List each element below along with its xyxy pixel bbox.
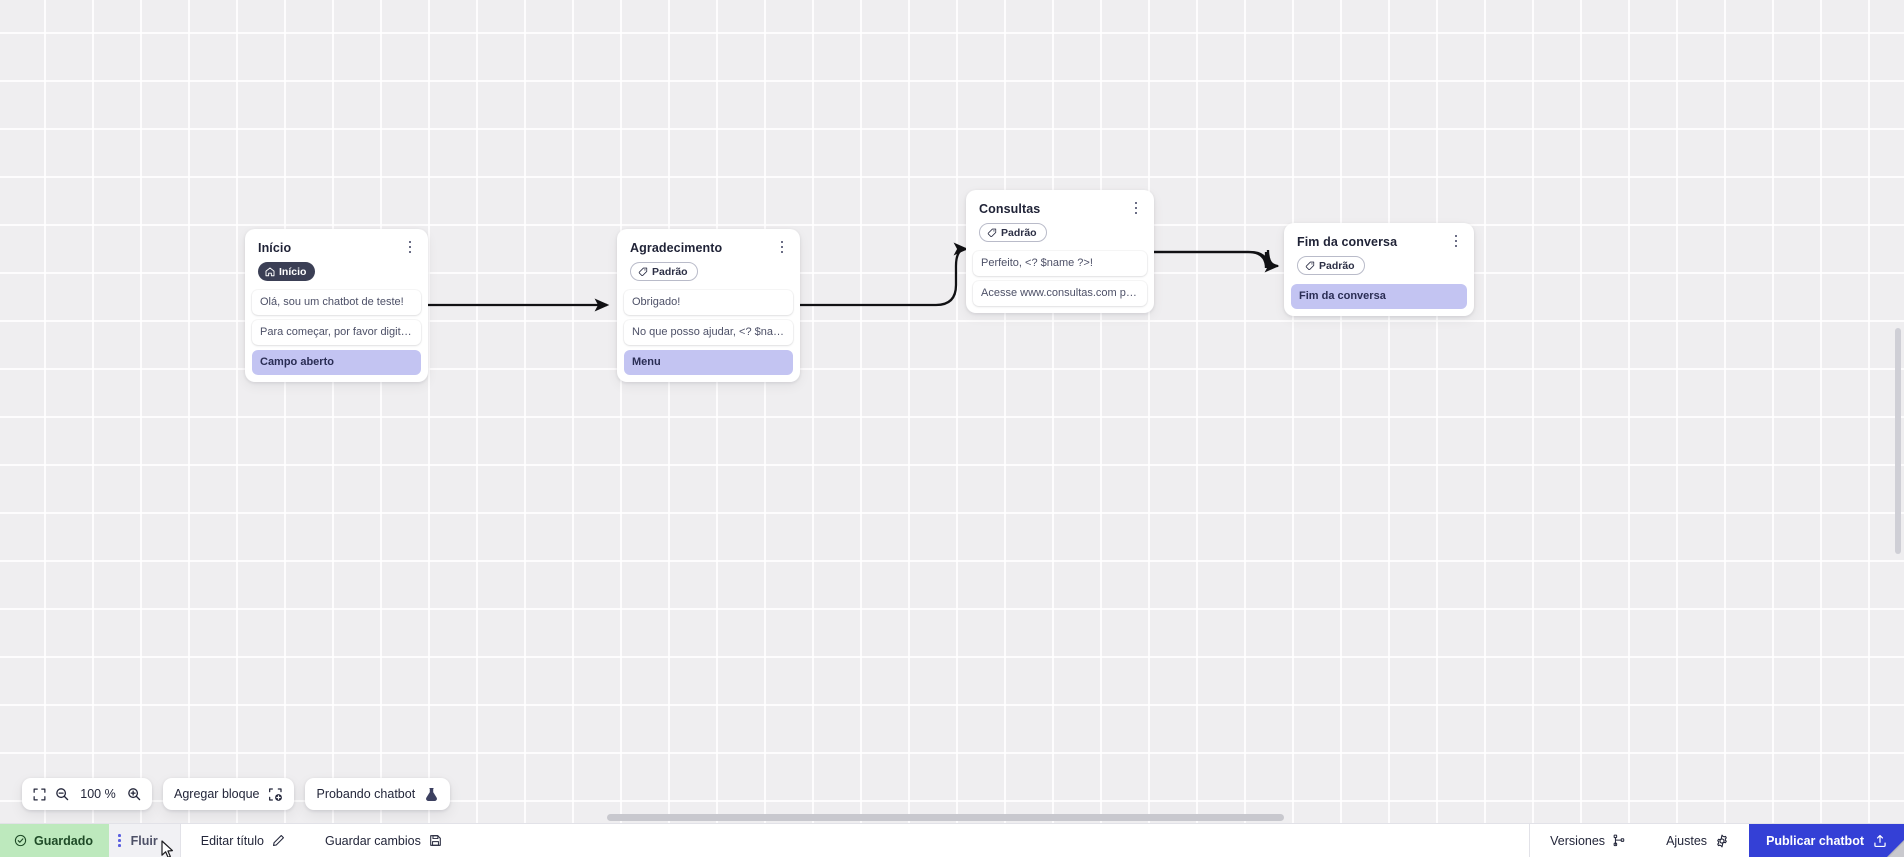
- badge-default-label: Padrão: [1319, 259, 1355, 272]
- flask-icon: [424, 787, 439, 802]
- flow-node-consultas[interactable]: Consultas Padrão Perfeito, <? $name ?>! …: [966, 190, 1154, 313]
- node-badges: Padrão: [617, 256, 800, 290]
- canvas-toolbar: 100 % Agregar bloque Probando chatbo: [22, 778, 451, 810]
- settings-label: Ajustes: [1666, 833, 1708, 848]
- node-header: Fim da conversa: [1284, 223, 1474, 250]
- node-row-message[interactable]: Acesse www.consultas.com par...: [973, 280, 1147, 306]
- node-rows: Fim da conversa: [1284, 283, 1474, 309]
- bottom-bar-right: Versiones Ajustes: [1529, 824, 1904, 857]
- node-title: Fim da conversa: [1297, 235, 1398, 249]
- horizontal-scrollbar-thumb[interactable]: [607, 814, 1284, 821]
- badge-default-label: Padrão: [652, 265, 688, 278]
- bottom-bar-left: Guardado Fluir Editar título Guardar cam…: [0, 824, 462, 857]
- node-row-message[interactable]: Obrigado!: [624, 289, 793, 315]
- test-chatbot-button[interactable]: Probando chatbot: [305, 778, 451, 810]
- check-circle-icon: [14, 834, 27, 847]
- upload-icon: [1873, 834, 1887, 848]
- save-changes-button[interactable]: Guardar cambios: [305, 824, 462, 857]
- badge-start-label: Início: [279, 265, 307, 278]
- node-badges: Início: [245, 256, 428, 290]
- node-badges: Padrão: [1284, 250, 1474, 284]
- add-block-label: Agregar bloque: [174, 787, 260, 801]
- node-menu-button[interactable]: [403, 239, 417, 255]
- badge-default[interactable]: Padrão: [1297, 256, 1365, 275]
- add-block-button[interactable]: Agregar bloque: [163, 778, 295, 810]
- save-disk-icon: [429, 834, 442, 847]
- zoom-in-icon[interactable]: [127, 787, 141, 801]
- flow-node-fim-da-conversa[interactable]: Fim da conversa Padrão Fim da conversa: [1284, 223, 1474, 316]
- node-row-input[interactable]: Fim da conversa: [1291, 283, 1467, 309]
- tag-icon: [1305, 261, 1315, 271]
- edge-agradecimento-consultas: [800, 242, 969, 307]
- node-header: Agradecimento: [617, 229, 800, 256]
- publish-chatbot-button[interactable]: Publicar chatbot: [1749, 824, 1904, 857]
- bottom-bar: Guardado Fluir Editar título Guardar cam…: [0, 823, 1904, 857]
- fit-screen-icon[interactable]: [33, 788, 46, 801]
- flow-edges: [428, 242, 1280, 312]
- node-header: Consultas: [966, 190, 1154, 217]
- node-title: Agradecimento: [630, 241, 723, 255]
- node-header: Início: [245, 229, 428, 256]
- tag-icon: [987, 228, 997, 238]
- save-changes-label: Guardar cambios: [324, 833, 421, 848]
- node-row-message[interactable]: Olá, sou um chatbot de teste!: [252, 289, 421, 315]
- edge-consultas-fim: [1154, 249, 1279, 269]
- zoom-out-icon[interactable]: [55, 787, 69, 801]
- home-icon: [265, 267, 275, 277]
- edit-title-label: Editar título: [200, 833, 264, 848]
- node-menu-button[interactable]: [1129, 200, 1143, 216]
- node-rows: Olá, sou um chatbot de teste! Para começ…: [245, 289, 428, 375]
- node-title: Consultas: [979, 202, 1041, 216]
- badge-default[interactable]: Padrão: [979, 223, 1047, 242]
- flow-node-agradecimento[interactable]: Agradecimento Padrão Obrigado! No que po…: [617, 229, 800, 382]
- publish-label: Publicar chatbot: [1766, 833, 1864, 848]
- badge-start[interactable]: Início: [258, 262, 316, 281]
- node-row-message[interactable]: Perfeito, <? $name ?>!: [973, 250, 1147, 276]
- vertical-scrollbar[interactable]: [1893, 0, 1904, 823]
- tab-fluir-label: Fluir: [130, 833, 158, 848]
- versions-button[interactable]: Versiones: [1530, 824, 1646, 857]
- versions-label: Versiones: [1550, 833, 1606, 848]
- tab-fluir[interactable]: Fluir: [109, 824, 181, 857]
- flow-node-inicio[interactable]: Início Início Olá, sou um chatbot de tes…: [245, 229, 428, 382]
- node-row-input[interactable]: Campo aberto: [252, 349, 421, 375]
- test-chatbot-label: Probando chatbot: [316, 787, 416, 801]
- node-row-message[interactable]: No que posso ajudar, <? $name ...: [624, 319, 793, 345]
- badge-default[interactable]: Padrão: [630, 262, 698, 281]
- node-menu-button[interactable]: [1449, 233, 1463, 249]
- node-title: Início: [258, 241, 292, 255]
- node-row-input[interactable]: Menu: [624, 349, 793, 375]
- node-rows: Obrigado! No que posso ajudar, <? $name …: [617, 289, 800, 375]
- node-badges: Padrão: [966, 217, 1154, 251]
- gear-icon: [1715, 834, 1729, 848]
- edit-title-button[interactable]: Editar título: [181, 824, 305, 857]
- saved-label: Guardado: [34, 833, 94, 848]
- bottom-bar-spacer: [462, 824, 1529, 857]
- edge-consultas-fim-tail: [1154, 250, 1280, 273]
- settings-button[interactable]: Ajustes: [1646, 824, 1749, 857]
- drag-handle-icon[interactable]: [118, 834, 121, 847]
- tag-icon: [638, 267, 648, 277]
- horizontal-scrollbar[interactable]: [0, 812, 1904, 823]
- vertical-scrollbar-thumb[interactable]: [1895, 328, 1901, 554]
- node-row-message[interactable]: Para começar, por favor digite o ...: [252, 319, 421, 345]
- zoom-level: 100 %: [80, 787, 116, 801]
- add-block-icon: [268, 787, 283, 802]
- node-menu-button[interactable]: [775, 239, 789, 255]
- branch-icon: [1613, 834, 1626, 847]
- node-rows: Perfeito, <? $name ?>! Acesse www.consul…: [966, 250, 1154, 306]
- pencil-icon: [272, 834, 285, 847]
- zoom-controls: 100 %: [22, 778, 152, 810]
- badge-default-label: Padrão: [1001, 226, 1037, 239]
- status-badge-saved: Guardado: [0, 824, 110, 857]
- flow-canvas[interactable]: Início Início Olá, sou um chatbot de tes…: [0, 0, 1904, 823]
